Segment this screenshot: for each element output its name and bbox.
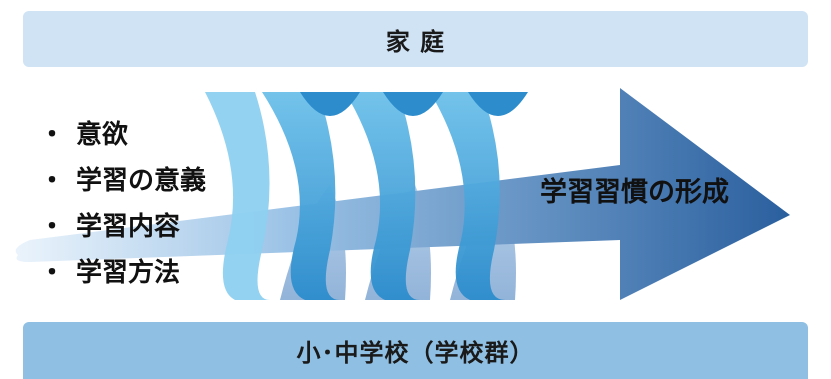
school-band-label: 小･中学校（学校群） — [296, 339, 535, 367]
factor-label: 意欲 — [76, 120, 129, 150]
list-item: ・意欲 — [28, 112, 206, 158]
home-band: 家 庭 — [23, 11, 808, 67]
list-item: ・学習内容 — [28, 204, 206, 250]
list-item: ・学習方法 — [28, 250, 206, 296]
factor-list: ・意欲 ・学習の意義 ・学習内容 ・学習方法 — [28, 112, 206, 296]
school-band: 小･中学校（学校群） — [23, 322, 808, 379]
home-band-label: 家 庭 — [385, 27, 446, 56]
bullet-marker: ・ — [38, 212, 65, 242]
factor-label: 学習内容 — [76, 212, 181, 242]
list-item: ・学習の意義 — [28, 158, 206, 204]
bullet-marker: ・ — [38, 120, 65, 150]
bullet-marker: ・ — [38, 166, 65, 196]
factor-label: 学習の意義 — [76, 166, 207, 196]
arrow-label: 学習習慣の形成 — [540, 177, 729, 208]
bullet-marker: ・ — [38, 258, 65, 288]
spiral-front-ribbons — [205, 92, 528, 300]
factor-label: 学習方法 — [76, 258, 181, 288]
